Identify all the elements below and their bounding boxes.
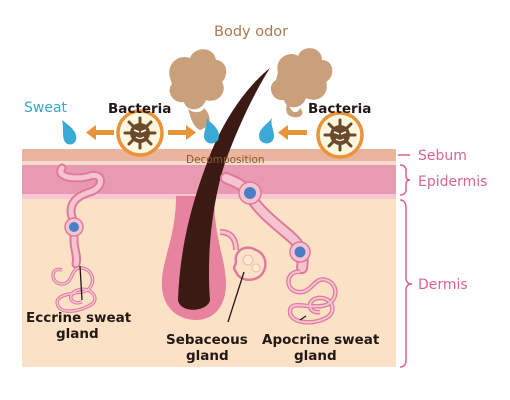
dermis-label: Dermis [418, 277, 468, 293]
bacteria-icon [116, 109, 164, 157]
sebaceous-gland [219, 229, 267, 281]
sweat-drop-icon [259, 118, 274, 144]
bacteria-right-label: Bacteria [308, 101, 371, 117]
sweat-drop-icon [62, 120, 77, 145]
apocrine-sweat-gland [220, 172, 338, 325]
sebum-label: Sebum [418, 148, 467, 164]
odor-cloud-icon [169, 49, 227, 130]
layer-brackets [398, 154, 413, 368]
bacteria-left-label: Bacteria [108, 101, 171, 117]
eccrine-sweat-gland [51, 163, 105, 313]
apocrine-nucleus-lower [294, 246, 306, 258]
sebaceous-label-line2: gland [186, 348, 229, 364]
leader-lines [79, 265, 307, 323]
arrow-icons [86, 125, 307, 140]
apocrine-label-line2: gland [294, 348, 337, 364]
sebum-layer [22, 149, 396, 161]
body-odor-label: Body odor [214, 24, 288, 40]
sweat-drop-icon [204, 118, 219, 144]
epidermis-bracket [399, 164, 411, 196]
bacteria-icon [316, 111, 364, 159]
hair-shaft [178, 68, 270, 310]
apocrine-label-line1: Apocrine sweat [262, 332, 380, 348]
decomposition-label: Decomposition [186, 154, 265, 166]
dermis-bracket [399, 199, 413, 368]
odor-cloud-icon [270, 48, 333, 118]
sebaceous-label-line1: Sebaceous [166, 332, 248, 348]
eccrine-label-line2: gland [56, 326, 99, 342]
apocrine-nucleus-upper [244, 187, 256, 199]
sweat-label: Sweat [24, 100, 68, 116]
epidermis-label: Epidermis [418, 174, 487, 190]
hair-follicle [161, 68, 270, 320]
eccrine-label-line1: Eccrine sweat [26, 310, 132, 326]
eccrine-nucleus [69, 222, 79, 232]
